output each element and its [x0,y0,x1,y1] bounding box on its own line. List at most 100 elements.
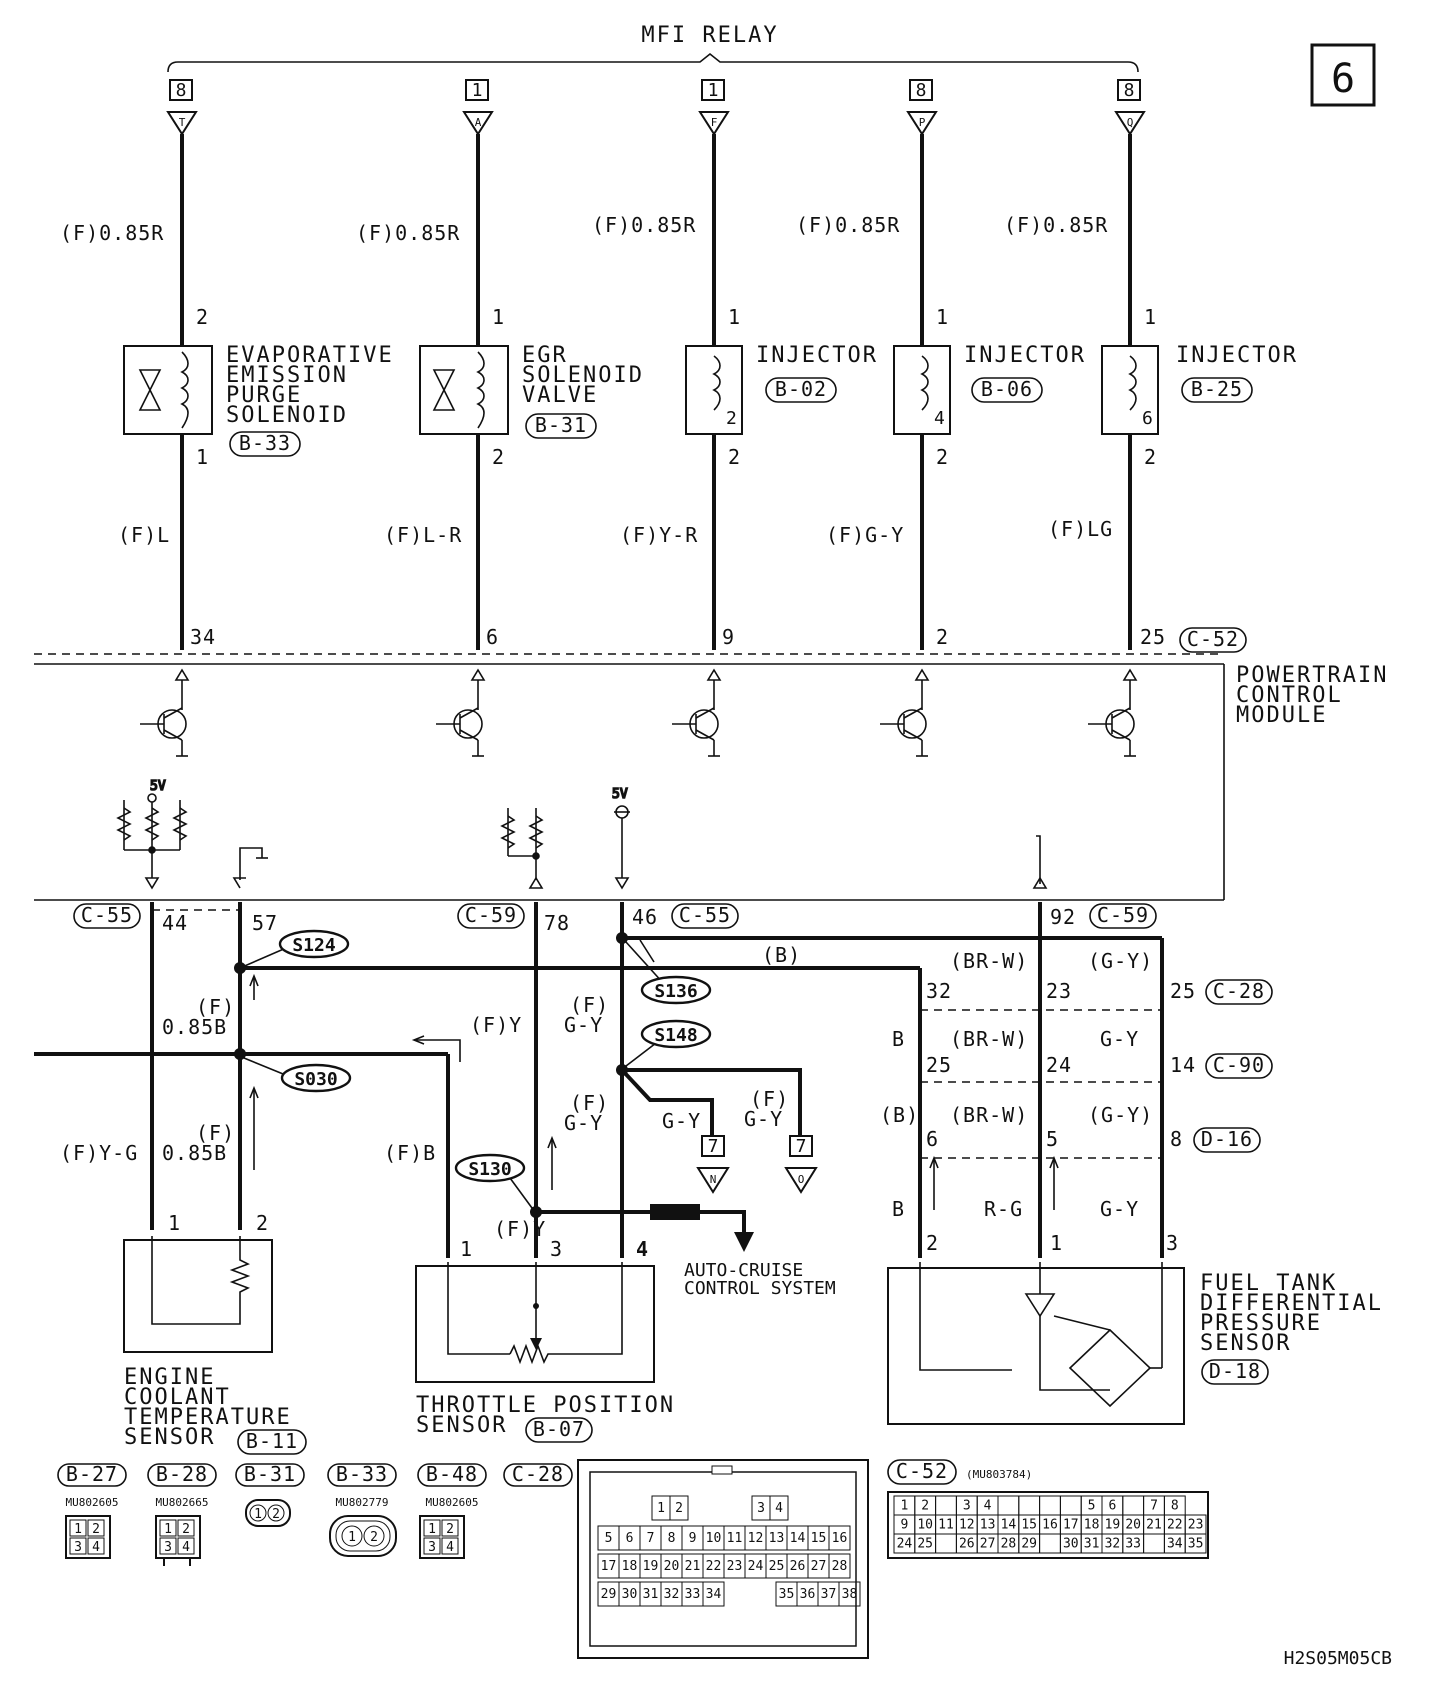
pcm-connector-c52: C-52 [1187,627,1239,651]
c52-pin-pin-label: 20 [1125,1518,1141,1533]
relay-terminal-4: 8 P [906,79,938,136]
svg-text:B: B [892,1027,905,1051]
page-badge: 6 [1331,56,1355,102]
c28-pin-pin-label: 3 [757,1501,765,1516]
c52-pin-cell [1122,1495,1145,1516]
svg-text:TEMPERATURE: TEMPERATURE [124,1405,292,1430]
svg-text:2: 2 [926,1231,939,1255]
svg-text:2: 2 [492,445,505,469]
svg-text:F: F [711,116,718,129]
svg-text:7: 7 [796,1136,807,1157]
svg-text:SOLENOID: SOLENOID [226,403,348,428]
svg-text:SENSOR: SENSOR [124,1425,215,1450]
wire-label-egr-in: (F)0.85R [356,221,460,245]
svg-text:2: 2 [182,1522,190,1537]
svg-text:INJECTOR: INJECTOR [1176,343,1298,368]
c52-pin-pin-label: 31 [1084,1537,1100,1552]
svg-text:1: 1 [254,1507,262,1522]
svg-text:C-28: C-28 [512,1462,564,1486]
splice-s030: S030 [243,1057,352,1093]
svg-text:B-33: B-33 [239,431,291,455]
svg-text:2: 2 [936,445,949,469]
c52-pin-pin-label: 1 [900,1499,908,1514]
wire-label-f-gy-lower-1: (F) [570,1091,609,1115]
c55-left: C-55 [81,903,133,927]
c52-pin-pin-label: 22 [1167,1518,1183,1533]
c59-left-pill [457,903,525,929]
svg-text:5: 5 [1046,1127,1059,1151]
svg-text:SOLENOID: SOLENOID [522,363,644,388]
svg-text:DIFFERENTIAL: DIFFERENTIAL [1200,1291,1383,1316]
wire-label-b-top: (B) [762,943,801,967]
splice-s136: S136 [625,941,712,1005]
wire-label-purge-out: (F)L [118,523,170,547]
relay-terminal-2: 1 A [462,79,494,136]
throttle-position-sensor: 1 3 4 THROTTLE POSITION SENSOR B-07 [415,1237,673,1443]
c59-right: C-59 [1097,903,1149,927]
c28-pin-pin-label: 4 [775,1501,783,1516]
svg-text:G-Y: G-Y [1100,1197,1139,1221]
pcm-driver-transistors [140,668,1138,757]
svg-text:B: B [892,1197,905,1221]
wire-label-fy-lower: (F)Y [494,1217,546,1241]
wire-label-inj3-in: (F)0.85R [1004,213,1108,237]
pcm-sensor-circuits: 5V 5V [116,778,1048,890]
svg-text:MU802779: MU802779 [336,1496,389,1509]
c52-pin-pin-label: 10 [917,1518,933,1533]
wire-label-085b-a: 0.85B [162,1015,227,1039]
c52-pin-pin-label: 4 [984,1499,992,1514]
c52-pin-cell [1184,1533,1207,1554]
pcm-pin-2: 2 [936,625,949,649]
svg-text:R-G: R-G [984,1197,1023,1221]
pin-57: 57 [252,911,278,935]
c52-pin-pin-label: 3 [963,1499,971,1514]
svg-text:3: 3 [164,1540,172,1555]
pin-46: 46 [632,905,658,929]
pin-78: 78 [544,911,570,935]
c28-pin-pin-label: 17 [601,1559,617,1574]
pcm-connector-c52-pill [1179,627,1247,653]
c28-pin-pin-label: 33 [685,1587,701,1602]
c28-pin-pin-label: 29 [601,1587,617,1602]
injector-1: 1 2 2 INJECTOR B-02 [685,305,876,469]
svg-text:1: 1 [74,1522,82,1537]
svg-text:EMISSION: EMISSION [226,363,348,388]
svg-text:25: 25 [926,1053,952,1077]
svg-text:1: 1 [164,1522,172,1537]
svg-text:2: 2 [256,1211,269,1235]
svg-text:S136: S136 [654,981,697,1002]
c28-pin-pin-label: 5 [605,1531,613,1546]
c28-pin-pin-label: 36 [800,1587,816,1602]
engine-coolant-temperature-sensor: 1 2 ENGINE COOLANT TEMPERATURE SENSOR B-… [123,1211,307,1455]
pcm-name-1: POWERTRAIN [1236,663,1388,688]
svg-text:1: 1 [492,305,505,329]
c28-pin-pin-label: 7 [647,1531,655,1546]
svg-text:(MU803784): (MU803784) [966,1468,1032,1481]
svg-text:C-52: C-52 [896,1459,948,1483]
c52-pin-pin-label: 26 [959,1537,975,1552]
svg-text:COOLANT: COOLANT [124,1385,231,1410]
svg-text:ENGINE: ENGINE [124,1365,215,1390]
svg-text:4: 4 [636,1237,649,1261]
pcm-pin-6: 6 [486,625,499,649]
svg-text:PRESSURE: PRESSURE [1200,1311,1322,1336]
pin-44: 44 [162,911,188,935]
svg-text:1: 1 [936,305,949,329]
auto-cruise-label-2: CONTROL SYSTEM [684,1278,836,1299]
wire-label-egr-out: (F)L-R [384,523,462,547]
c52-pin-pin-label: 18 [1084,1518,1100,1533]
svg-text:32: 32 [926,979,952,1003]
svg-text:1: 1 [460,1237,473,1261]
svg-text:(G-Y): (G-Y) [1088,949,1153,973]
svg-text:B-25: B-25 [1191,377,1243,401]
splice-s130: S130 [454,1153,533,1209]
c59-right-pill [1089,903,1157,929]
c28-pin-pin-label: 28 [832,1559,848,1574]
svg-text:B-07: B-07 [533,1417,585,1441]
svg-text:MU802605: MU802605 [426,1496,479,1509]
auto-cruise-label-1: AUTO-CRUISE [684,1260,803,1281]
c52-pin-pin-label: 14 [1001,1518,1017,1533]
